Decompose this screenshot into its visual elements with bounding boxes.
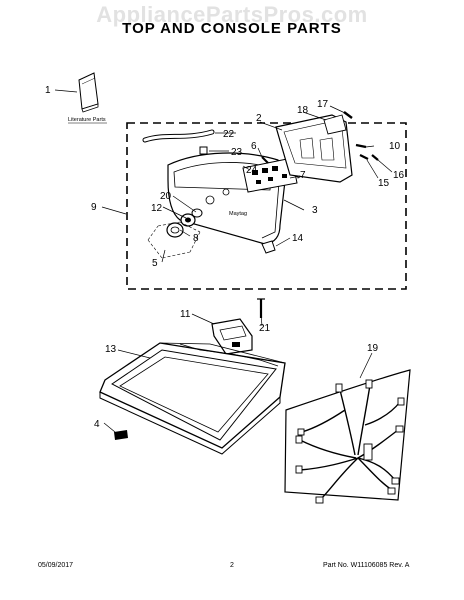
console-brand: Maytag — [229, 211, 247, 217]
clip-23 — [199, 146, 208, 155]
callout-13: 13 — [105, 344, 117, 355]
callout-11: 11 — [180, 309, 191, 320]
callout-5: 5 — [152, 258, 158, 269]
callout-9: 9 — [91, 202, 97, 213]
callout-7: 7 — [300, 170, 306, 181]
callout-24: 24 — [246, 165, 258, 176]
callout-3: 3 — [312, 205, 318, 216]
knob-assembly — [166, 208, 203, 238]
callout-6: 6 — [251, 141, 257, 152]
leader-1 — [54, 89, 78, 93]
screw-17 — [343, 111, 353, 119]
part-14 — [261, 240, 276, 254]
top-panel — [99, 342, 286, 455]
screw-10 — [355, 143, 367, 149]
lid-lock-part-11 — [211, 318, 253, 355]
callout-14: 14 — [292, 233, 304, 244]
footer-date: 05/09/2017 — [38, 562, 74, 569]
callout-1: 1 — [45, 85, 51, 96]
callout-10: 10 — [389, 141, 401, 152]
main-wiring-harness — [299, 384, 401, 501]
literature-label: Literature Parts — [68, 117, 106, 123]
control-board — [242, 157, 298, 193]
knob-group-bracket — [147, 221, 201, 259]
footer-page: 2 — [230, 562, 234, 569]
callout-12: 12 — [151, 203, 163, 214]
console-assembly-box — [126, 122, 407, 290]
callout-16: 16 — [393, 170, 405, 181]
footer-part-info: Part No. W11106085 Rev. A — [323, 562, 410, 569]
page-title: TOP AND CONSOLE PARTS — [122, 20, 342, 37]
callout-15: 15 — [378, 178, 390, 189]
callouts: 1 2 3 4 5 6 7 8 9 10 11 12 13 14 15 16 1… — [45, 85, 405, 430]
callout-22: 22 — [223, 129, 235, 140]
bracket-18 — [323, 114, 347, 135]
watermark: AppliancePartsPros.com — [96, 2, 368, 27]
callout-21: 21 — [259, 323, 271, 334]
literature-booklet — [78, 72, 99, 113]
callout-4: 4 — [94, 419, 100, 430]
callout-18: 18 — [297, 105, 309, 116]
callout-19: 19 — [367, 343, 379, 354]
callout-8: 8 — [193, 233, 199, 244]
callout-17: 17 — [317, 99, 329, 110]
callout-2: 2 — [256, 113, 262, 124]
callout-20: 20 — [160, 191, 172, 202]
callout-23: 23 — [231, 147, 243, 158]
part-4 — [114, 430, 128, 440]
